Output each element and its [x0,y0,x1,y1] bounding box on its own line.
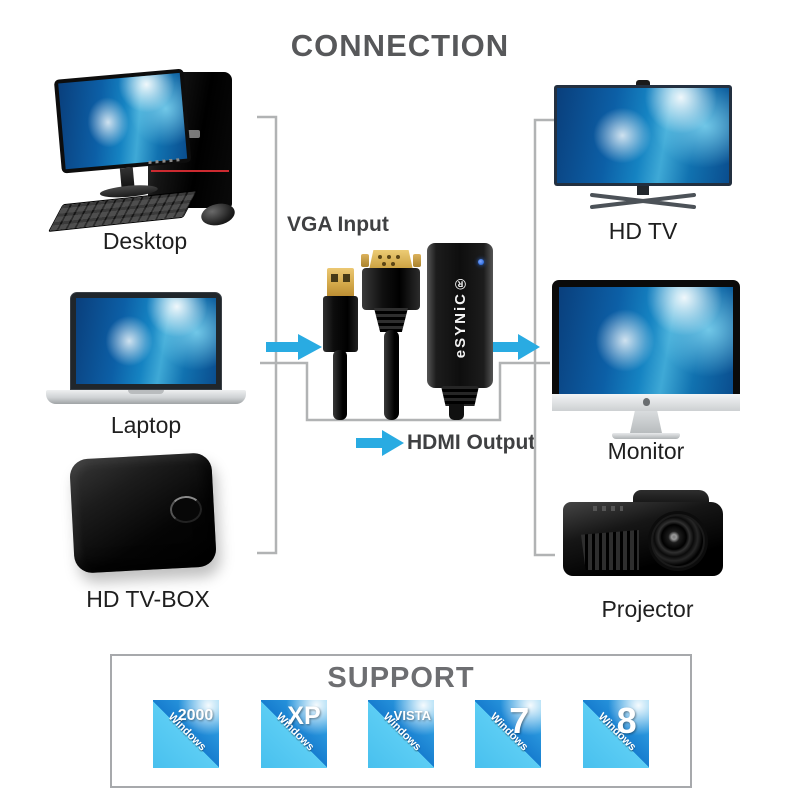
adapter-dongle: eSYNiC® [427,243,493,388]
apple-logo-icon [643,398,650,406]
tv-stand [590,193,696,209]
badge-version-text: 8 [616,700,637,741]
vga-plug-shell [369,250,413,270]
wave-wallpaper [76,298,216,384]
badge-version-text: XP [287,702,321,730]
support-section: SUPPORT Windows 2000 Windows XP Windows … [110,654,692,788]
adapter-cable [449,404,464,420]
monitor-stand [630,411,662,433]
windows-vista-badge: Windows VISTA [367,700,434,768]
windows-xp-badge: Windows XP [260,700,327,768]
vga-plug-body [362,268,420,310]
adapter-strain-relief [441,386,479,406]
support-title: SUPPORT [327,662,475,694]
badge-version-text: VISTA [393,708,431,723]
vga-cable [384,330,399,420]
usb-plug-contacts [327,268,354,298]
vga-screw [361,254,369,267]
tv-camera [636,80,650,87]
desktop-monitor [53,68,194,204]
left-bracket-line [257,115,278,555]
projector-lens [651,514,705,568]
projector-image: Projector [555,482,740,632]
windows-2000-badge: Windows 2000 [153,700,220,768]
vga-plug-grip [374,308,408,332]
brand-text: eSYNiC® [451,272,469,359]
laptop-image: Laptop [46,292,246,452]
tv-frame [554,85,732,186]
hd-tv-image: HD TV [548,80,738,250]
page-title: CONNECTION [290,28,510,63]
center-route-line [260,361,550,422]
laptop-label: Laptop [110,412,182,438]
monitor-frame [552,280,740,394]
power-led-icon [478,259,484,265]
wave-wallpaper [559,287,733,394]
usb-plug-body [323,296,358,352]
tv-neck [637,186,649,195]
arrow-right-icon [266,334,322,360]
wave-wallpaper [557,88,729,183]
arrow-right-icon [356,430,404,456]
projector-buttons [593,506,623,511]
hd-tv-box-image: HD TV-BOX [66,452,230,627]
windows-7-badge: Windows 7 [475,700,542,768]
badge-version-text: 7 [509,700,530,741]
monitor-label: Monitor [607,438,685,464]
desktop-label: Desktop [102,228,188,254]
desktop-image: Desktop [48,66,255,266]
hdmi-output-label: HDMI Output [407,431,536,454]
desktop-monitor-frame [53,68,192,174]
laptop-screen [70,292,222,390]
hd-tv-label: HD TV [608,218,678,244]
hd-tv-box-label: HD TV-BOX [86,586,210,612]
windows-8-badge: Windows 8 [582,700,649,768]
projector-label: Projector [601,596,694,622]
projector-vents [581,530,639,570]
windows-badges-row: Windows 2000 Windows XP Windows VISTA Wi… [112,700,690,768]
vga-screw [413,254,421,267]
right-bracket-line [533,118,555,557]
wave-wallpaper [58,72,188,170]
monitor-image: Monitor [548,276,744,471]
laptop-base [46,390,246,404]
arrow-right-icon [492,334,540,360]
vga-to-hdmi-adapter-image: eSYNiC® [300,238,510,423]
monitor-base [612,433,680,439]
monitor-chin [552,394,740,411]
badge-version-text: 2000 [177,707,214,724]
usb-cable [333,350,347,420]
vga-input-label: VGA Input [287,213,389,236]
